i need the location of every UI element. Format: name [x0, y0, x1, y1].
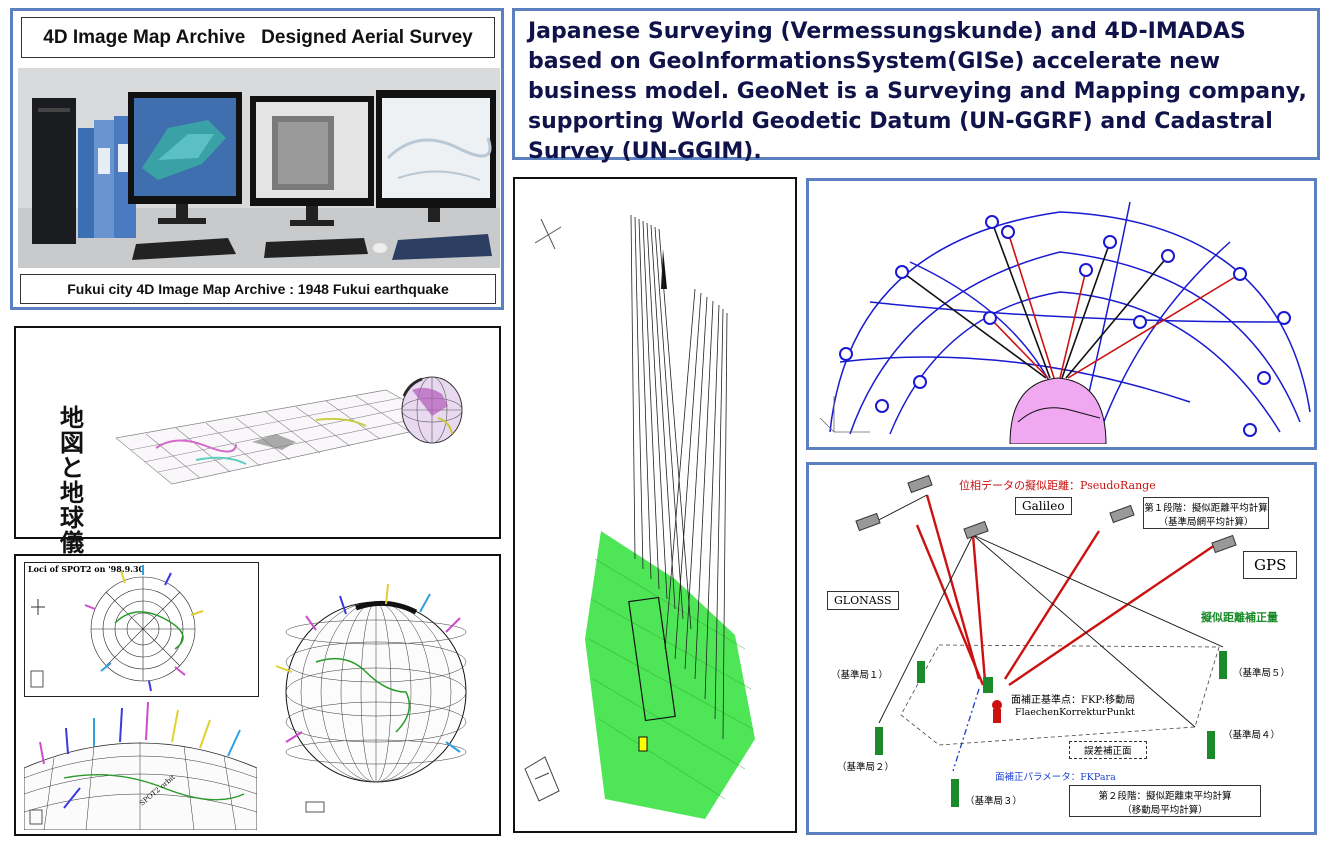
archive-panel: 4D Image Map Archive Designed Aerial Sur… [10, 8, 504, 310]
step1-box: 第１段階：擬似距離平均計算 （基準局網平均計算） [1143, 497, 1269, 529]
description-panel [512, 8, 1320, 160]
polar-orbit-view [30, 565, 204, 692]
archive-caption: Fukui city 4D Image Map Archive : 1948 F… [20, 274, 496, 304]
map-globe-panel: 地図と地球儀 [14, 326, 501, 556]
map-globe-vertical-title: 地図と地球儀 [60, 404, 84, 557]
fkp-point-label: 面補正基準点：FKP:移動局 [1011, 695, 1136, 706]
spot-inset: Loci of SPOT2 on '98.9.30 [24, 562, 259, 697]
glonass-label: GLONASS [827, 591, 899, 610]
earth-cap-orbit-view: SPOT2 orbit [24, 701, 257, 830]
step2-line2: （移動局平均計算） [1122, 805, 1208, 816]
spot-orbit-panel: Loci of SPOT2 on '98.9.30 [14, 554, 501, 836]
station-2-label: （基準局２） [837, 762, 895, 773]
fkp-name-label: FlaechenKorrekturPunkt [1015, 707, 1135, 718]
step2-box: 第２段階：擬似距離束平均計算 （移動局平均計算） [1069, 785, 1261, 817]
mini-globe [401, 376, 463, 444]
spot-inset-label: Loci of SPOT2 on '98.9.30 [28, 564, 145, 574]
correction-label: 擬似距離補正量 [1201, 611, 1278, 624]
station-4-label: （基準局４） [1223, 730, 1281, 741]
station-1-label: （基準局１） [831, 670, 889, 681]
flight-lines-panel [513, 177, 797, 833]
fkpara-label: 面補正パラメータ：FKPara [995, 772, 1116, 783]
flight-lines-illustration [524, 214, 755, 819]
gps-label: GPS [1243, 551, 1298, 579]
workstation-photo [18, 68, 500, 268]
grid-map-illustration [115, 376, 463, 485]
gnss-fkp-panel: 位相データの擬似距離：PseudoRange Galileo 第１段階：擬似距離… [806, 462, 1317, 835]
step1-line1: 第１段階：擬似距離平均計算 [1144, 503, 1268, 514]
station-3-label: （基準局３） [965, 796, 1023, 807]
galileo-label: Galileo [1015, 497, 1072, 515]
error-plane-label: 誤差補正面 [1069, 741, 1147, 759]
pseudorange-title: 位相データの擬似距離：PseudoRange [959, 479, 1156, 492]
description-text: Japanese Surveying (Vermessungskunde) an… [528, 19, 1307, 164]
step1-line2: （基準局網平均計算） [1158, 517, 1254, 528]
constellation-illustration [810, 182, 1312, 444]
spot-globe [275, 583, 467, 813]
archive-title: 4D Image Map Archive Designed Aerial Sur… [21, 17, 495, 58]
step2-line1: 第２段階：擬似距離束平均計算 [1098, 791, 1232, 802]
station-5-label: （基準局５） [1233, 668, 1291, 679]
gnss-fkp-diagram [855, 474, 1237, 807]
constellation-panel [806, 178, 1317, 450]
